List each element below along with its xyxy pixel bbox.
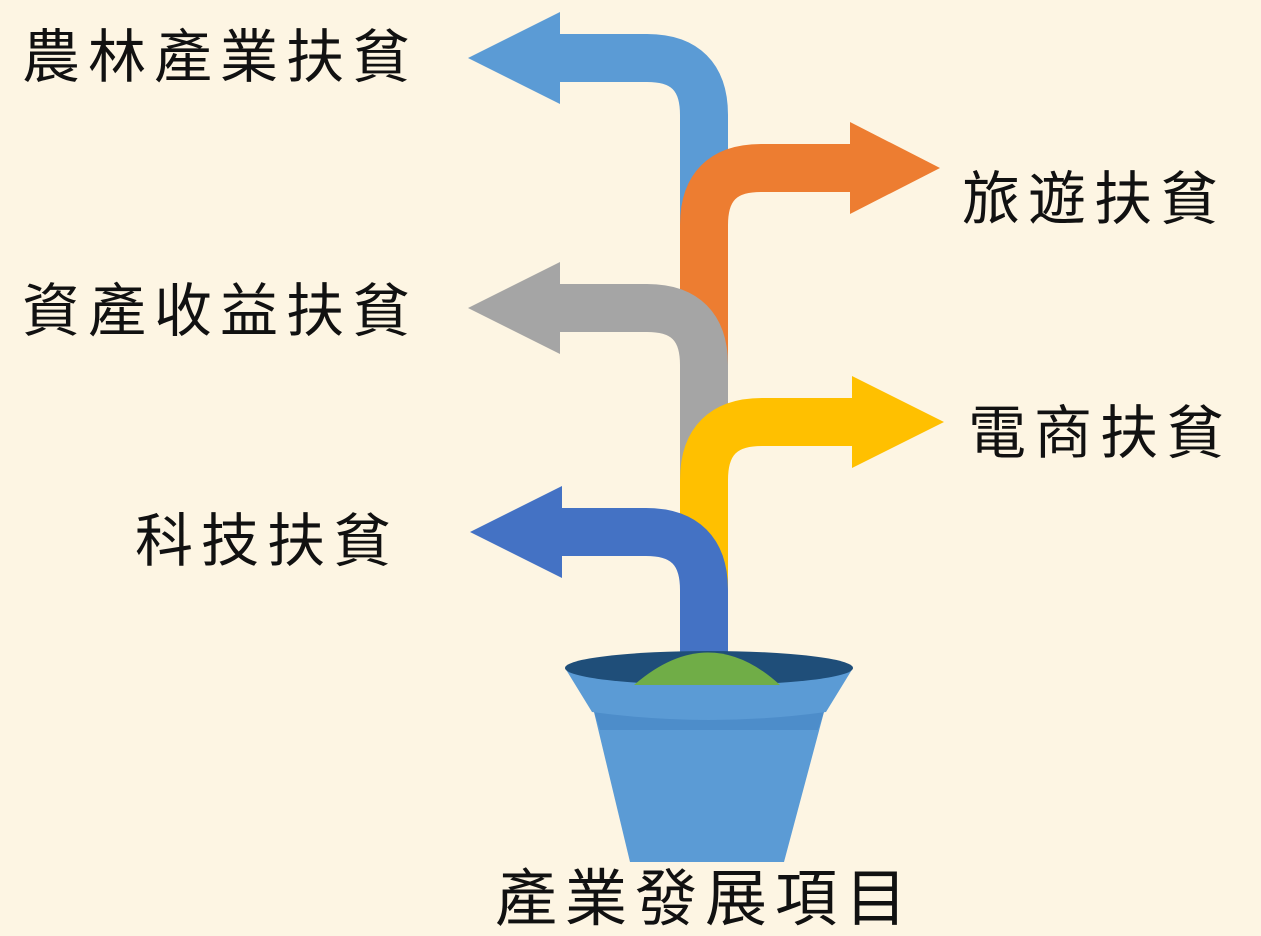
pot-body xyxy=(594,712,824,862)
branch-arrow-ecommerce xyxy=(680,376,944,600)
branch-label-agri: 農林產業扶貧 xyxy=(22,23,419,91)
branch-arrow-asset xyxy=(468,262,728,570)
root-label: 產業發展項目 xyxy=(495,862,916,935)
branch-arrow-tourism xyxy=(680,122,940,560)
branch-label-asset: 資產收益扶貧 xyxy=(22,277,419,345)
branch-arrow-agri xyxy=(468,12,728,570)
branch-label-tourism: 旅遊扶貧 xyxy=(962,165,1227,233)
branch-label-ecommerce: 電商扶貧 xyxy=(968,399,1233,467)
branch-label-tech: 科技扶貧 xyxy=(135,507,400,575)
branch-arrow-tech xyxy=(470,486,728,662)
flower-pot xyxy=(565,651,853,862)
pot-soil xyxy=(634,652,780,685)
